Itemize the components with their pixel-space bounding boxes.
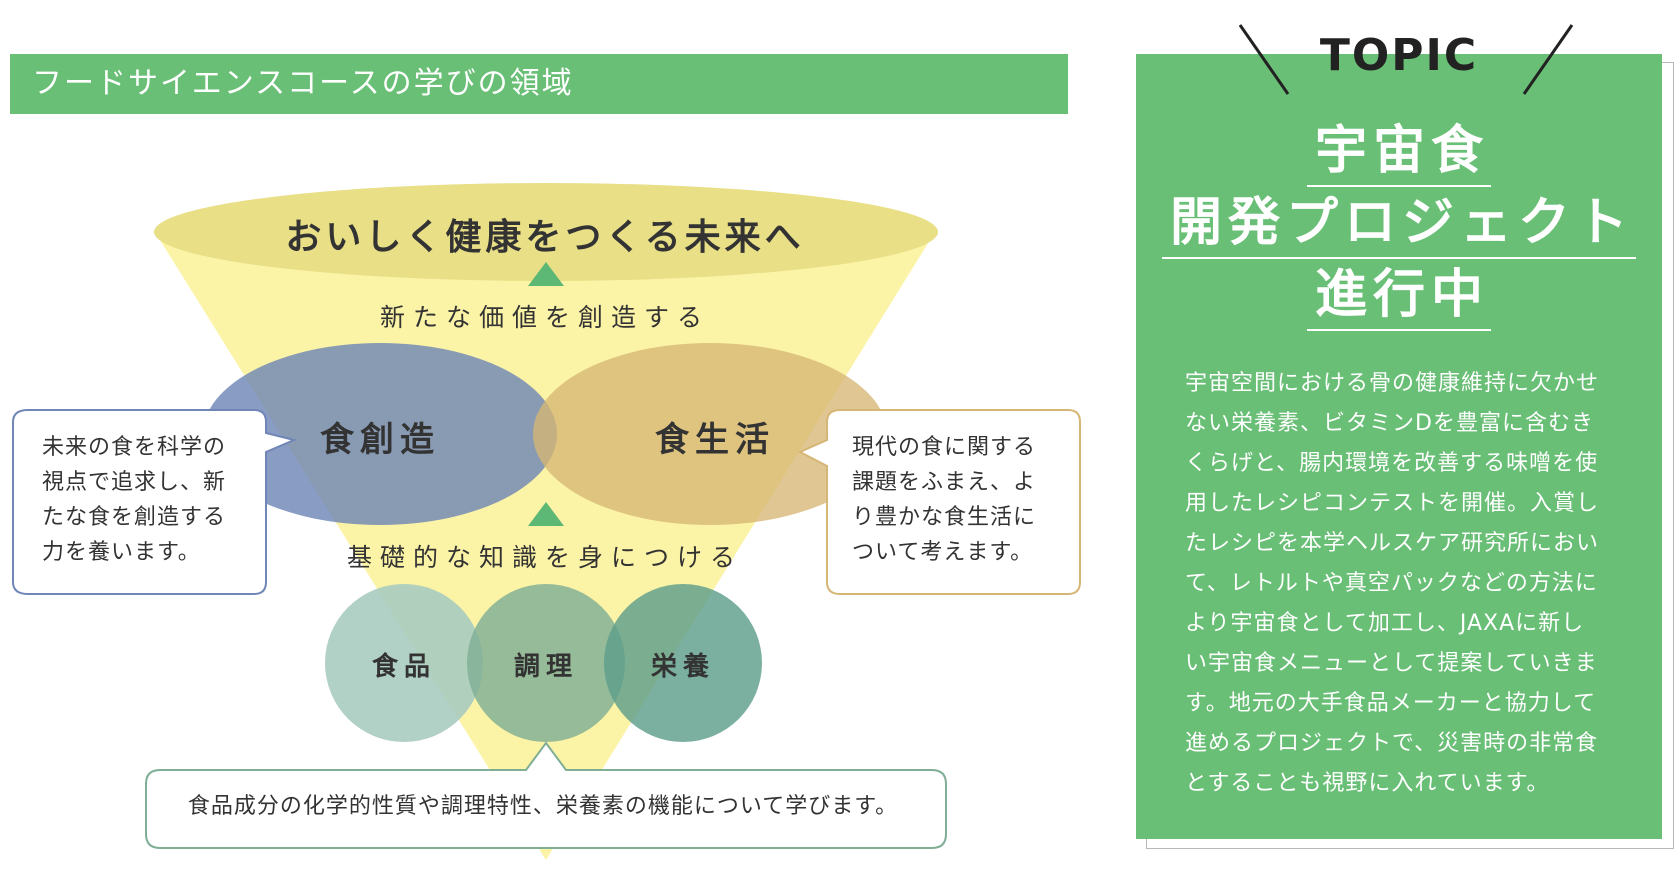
- food-label: 食品: [371, 652, 436, 682]
- up-arrow-top: [528, 262, 564, 286]
- creation-label: 食創造: [320, 420, 440, 460]
- life-circle: [533, 343, 887, 525]
- topic-headline-text: 宇宙食: [1306, 121, 1491, 187]
- learning-domain-diagram: [12, 183, 1081, 860]
- left-bubble-line: 未来の食を科学の: [42, 435, 227, 460]
- creation-circle: [203, 343, 557, 525]
- section-title: フードサイエンスコースの学びの領域: [32, 66, 574, 101]
- right-bubble-line: り豊かな食生活に: [852, 505, 1037, 530]
- topic-accent-lines: [1238, 24, 1574, 95]
- left-bubble-line: 視点で追求し、新: [42, 470, 227, 495]
- topic-body-line: とすることも視野に入れています。: [1185, 771, 1550, 796]
- left-speech-bubble: [12, 409, 298, 595]
- topic-label: TOPIC: [1319, 30, 1479, 81]
- right-speech-bubble: [797, 409, 1081, 595]
- section-header-bar: [10, 54, 1068, 114]
- food-circle: [325, 584, 483, 742]
- basic-knowledge-label: 基礎的な知識を身につける: [346, 543, 743, 572]
- cooking-circle: [467, 584, 625, 742]
- topic-headline-line-1: 宇宙食: [1136, 118, 1662, 187]
- goal-label: おいしく健康をつくる未来へ: [285, 217, 805, 258]
- up-arrow-middle: [528, 502, 564, 526]
- topic-body-line: 用したレシピコンテストを開催。入賞し: [1185, 491, 1600, 516]
- topic-body-line: い宇宙食メニューとして提案していきま: [1185, 651, 1598, 676]
- topic-body-line: より宇宙食として加工し、JAXAに新し: [1185, 611, 1585, 636]
- topic-right-slash: [1522, 24, 1574, 95]
- topic-headline-text: 進行中: [1306, 265, 1491, 331]
- topic-panel: [1136, 54, 1662, 839]
- bottom-bubble-text: 食品成分の化学的性質や調理特性、栄養素の機能について学びます。: [187, 794, 899, 819]
- topic-body-line: くらげと、腸内環境を改善する味噌を使: [1185, 451, 1599, 476]
- bottom-speech-bubble: [145, 741, 947, 849]
- right-bubble-text: 現代の食に関する 課題をふまえ、よ り豊かな食生活に ついて考えます。: [852, 430, 1036, 570]
- life-label: 食生活: [655, 420, 775, 460]
- topic-body: 宇宙空間における骨の健康維持に欠かせ ない栄養素、ビタミンDを豊富に含むき くら…: [1185, 364, 1625, 804]
- topic-headline-line-3: 進行中: [1136, 262, 1662, 331]
- left-bubble-text: 未来の食を科学の 視点で追求し、新 たな食を創造する 力を養います。: [42, 430, 226, 570]
- topic-body-line: す。地元の大手食品メーカーと協力して: [1185, 691, 1597, 716]
- topic-body-line: て、レトルトや真空パックなどの方法に: [1185, 571, 1598, 596]
- right-bubble-line: 現代の食に関する: [852, 435, 1037, 460]
- new-value-label: 新たな価値を創造する: [379, 303, 710, 332]
- goal-ellipse: [154, 183, 938, 281]
- right-bubble-line: ついて考えます。: [852, 540, 1034, 565]
- right-bubble-line: 課題をふまえ、よ: [852, 470, 1037, 495]
- left-bubble-line: 力を養います。: [42, 540, 201, 565]
- topic-body-line: ない栄養素、ビタミンDを豊富に含むき: [1185, 411, 1594, 436]
- cooking-label: 調理: [513, 652, 578, 682]
- topic-headline-text: 開発プロジェクト: [1161, 193, 1636, 259]
- topic-body-line: 進めるプロジェクトで、災害時の非常食: [1185, 731, 1599, 756]
- nutrition-circle: [604, 584, 762, 742]
- topic-body-line: たレシピを本学ヘルスケア研究所におい: [1185, 531, 1600, 556]
- nutrition-label: 栄養: [650, 652, 715, 682]
- topic-headline-line-2: 開発プロジェクト: [1136, 190, 1662, 259]
- left-bubble-line: たな食を創造する: [42, 505, 227, 530]
- topic-body-line: 宇宙空間における骨の健康維持に欠かせ: [1185, 371, 1600, 396]
- topic-left-slash: [1238, 24, 1290, 95]
